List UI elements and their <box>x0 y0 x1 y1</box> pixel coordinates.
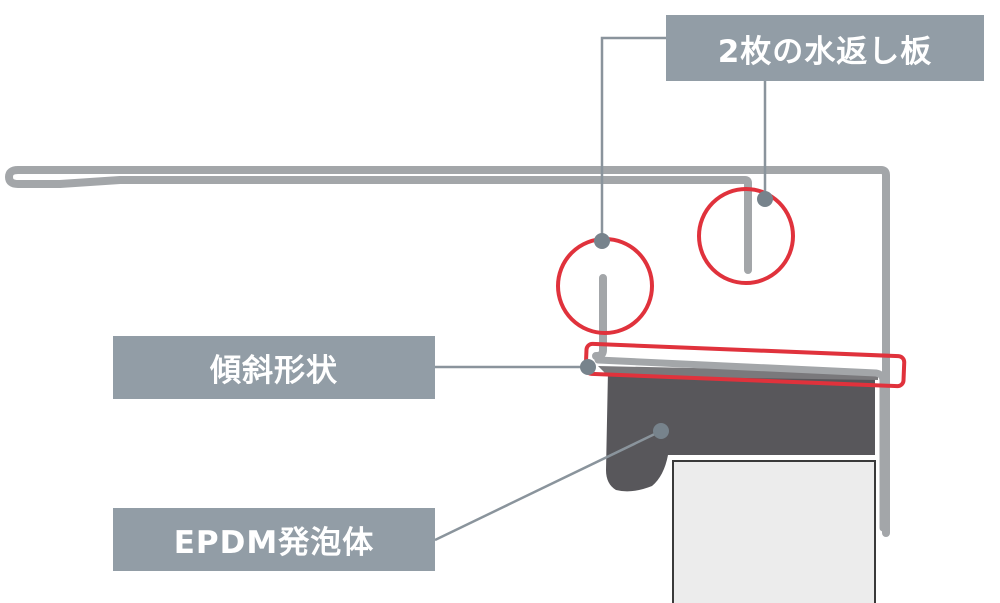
frame-block <box>672 460 876 603</box>
label-epdm-foam: EPDM発泡体 <box>113 508 435 571</box>
inner-return-sheet <box>594 356 887 532</box>
highlight-circle-right <box>697 187 795 285</box>
highlight-slope-box <box>583 341 907 389</box>
epdm-foam-body <box>606 371 875 492</box>
leader-dot-drip-right <box>757 191 773 207</box>
leader-line-epdm <box>434 429 662 542</box>
sheet-metal-panel <box>5 166 890 537</box>
leader-dot-slope <box>580 359 596 375</box>
label-drip-boards: 2枚の水返し板 <box>666 15 984 81</box>
leader-line-drip-boards <box>600 36 767 241</box>
drip-board-left <box>592 274 607 360</box>
label-slope-shape: 傾斜形状 <box>113 336 435 399</box>
leader-dot-drip-left <box>594 233 610 249</box>
leader-dot-epdm <box>653 423 669 439</box>
